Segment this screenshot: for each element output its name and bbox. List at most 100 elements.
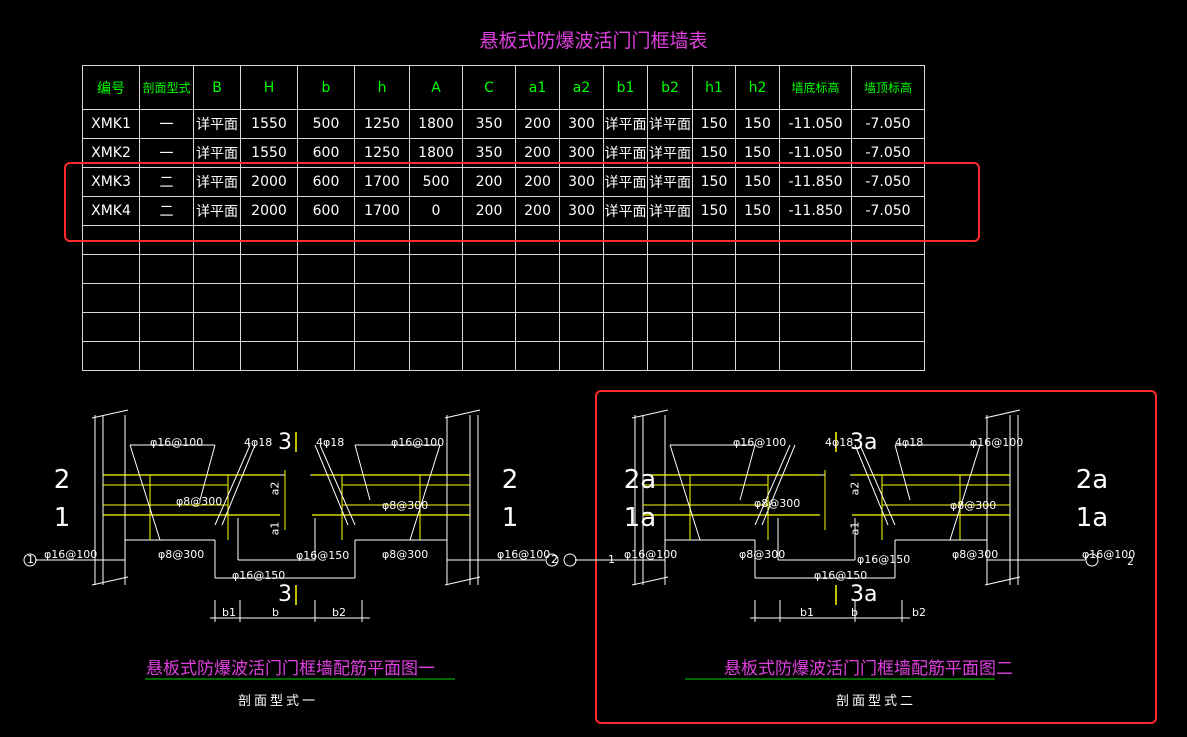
rebar-label: φ16@150 — [857, 553, 911, 566]
col-header: a1 — [515, 65, 560, 110]
table-cell: 150 — [692, 196, 736, 226]
drawing-line — [319, 444, 356, 526]
col-header: h — [354, 65, 410, 110]
table-cell: -7.050 — [851, 109, 925, 139]
table-cell: 300 — [559, 109, 604, 139]
rebar-label: φ16@100 — [624, 548, 678, 561]
table-cell: 1800 — [409, 109, 463, 139]
table-cell — [193, 341, 241, 371]
drawing-line — [221, 444, 256, 526]
drawing-line — [761, 444, 796, 526]
table-cell — [515, 341, 560, 371]
drawing-line — [894, 444, 911, 501]
table-cell — [354, 312, 410, 342]
axis-bubble-label: 1 — [608, 553, 615, 566]
dim-label: b — [272, 606, 279, 619]
table-cell: 详平面 — [193, 109, 241, 139]
table-cell: 500 — [297, 109, 355, 139]
break-mark — [984, 409, 1021, 419]
col-header: B — [193, 65, 241, 110]
table-cell — [559, 341, 604, 371]
drawing-line — [409, 444, 441, 541]
section-mark-top: 3a — [850, 430, 878, 455]
table-header-row: 编号 剖面型式 B H b h A C a1 a2 b1 b2 h1 h2 墙底… — [82, 65, 925, 110]
axis-bubble-label: 2 — [1127, 555, 1134, 568]
table-cell — [647, 254, 693, 284]
table-cell — [139, 341, 194, 371]
rebar-label: φ8@300 — [754, 497, 801, 510]
break-mark — [91, 409, 129, 419]
section-label-right-bot: 1 — [501, 503, 519, 533]
table-cell — [851, 341, 925, 371]
table-cell: -11.850 — [779, 167, 852, 197]
rebar-label: φ16@100 — [44, 548, 98, 561]
drawing-line — [859, 444, 896, 526]
table-cell: 150 — [692, 109, 736, 139]
plan1-subcaption: 剖面型式一 — [238, 694, 319, 709]
schedule-title: 悬板式防爆波活门门框墙表 — [479, 30, 708, 52]
section-label-right-bot: 1a — [1075, 503, 1109, 533]
table-cell — [354, 341, 410, 371]
rebar-label: 4φ18 — [825, 436, 854, 449]
rebar-label: φ16@150 — [296, 549, 350, 562]
rebar-label: φ8@300 — [382, 499, 429, 512]
table-cell — [559, 312, 604, 342]
table-cell: 300 — [559, 167, 604, 197]
rebar-label: φ8@300 — [950, 499, 997, 512]
axis-bubble — [545, 553, 559, 567]
table-cell — [692, 254, 736, 284]
section-label-left-top: 2 — [53, 465, 71, 495]
table-cell — [193, 283, 241, 313]
table-cell — [603, 283, 648, 313]
table-cell: 150 — [735, 167, 780, 197]
dim-label: a1 — [848, 521, 862, 536]
drawing-line — [854, 444, 889, 526]
drawing-line — [669, 444, 701, 541]
dim-label: b2 — [332, 606, 346, 619]
table-cell — [779, 341, 852, 371]
table-cell: 详平面 — [193, 196, 241, 226]
section-label-right-top: 2a — [1075, 465, 1109, 495]
drawing-line — [314, 444, 349, 526]
section-mark-bottom: 3 — [278, 582, 292, 607]
table-cell — [297, 254, 355, 284]
table-cell — [462, 341, 516, 371]
section-label-left-bot: 1a — [623, 503, 657, 533]
highlight-box-plan2 — [595, 390, 1157, 724]
highlight-box-rows — [64, 162, 980, 242]
break-mark — [984, 576, 1021, 586]
rebar-label: φ8@300 — [158, 548, 205, 561]
col-header: 剖面型式 — [139, 65, 194, 110]
rebar-label: φ16@100 — [1082, 548, 1136, 561]
rebar-label: φ16@150 — [814, 569, 868, 582]
break-mark — [631, 409, 669, 419]
dim-label: b2 — [912, 606, 926, 619]
table-cell — [851, 254, 925, 284]
table-cell — [193, 312, 241, 342]
table-cell: XMK1 — [82, 109, 140, 139]
table-row — [82, 341, 925, 371]
table-cell — [647, 283, 693, 313]
table-cell: -7.050 — [851, 196, 925, 226]
plan-drawing-1 — [23, 409, 559, 680]
col-header: h1 — [692, 65, 736, 110]
table-cell: 2000 — [240, 167, 298, 197]
table-cell: 二 — [139, 167, 194, 197]
plan2-caption: 悬板式防爆波活门门框墙配筋平面图二 — [724, 659, 1013, 679]
table-cell — [409, 254, 463, 284]
break-mark — [91, 576, 129, 586]
rebar-label: 4φ18 — [316, 436, 345, 449]
axis-bubble-label: 1 — [27, 553, 34, 566]
table-cell: 0 — [409, 196, 463, 226]
table-row — [82, 254, 925, 284]
axis-bubble-label: 2 — [551, 553, 558, 566]
drawing-line — [949, 444, 981, 541]
table-cell — [240, 312, 298, 342]
table-cell — [603, 254, 648, 284]
rebar-label: φ16@100 — [391, 436, 445, 449]
dim-label: a2 — [268, 481, 282, 496]
table-cell: 200 — [462, 196, 516, 226]
